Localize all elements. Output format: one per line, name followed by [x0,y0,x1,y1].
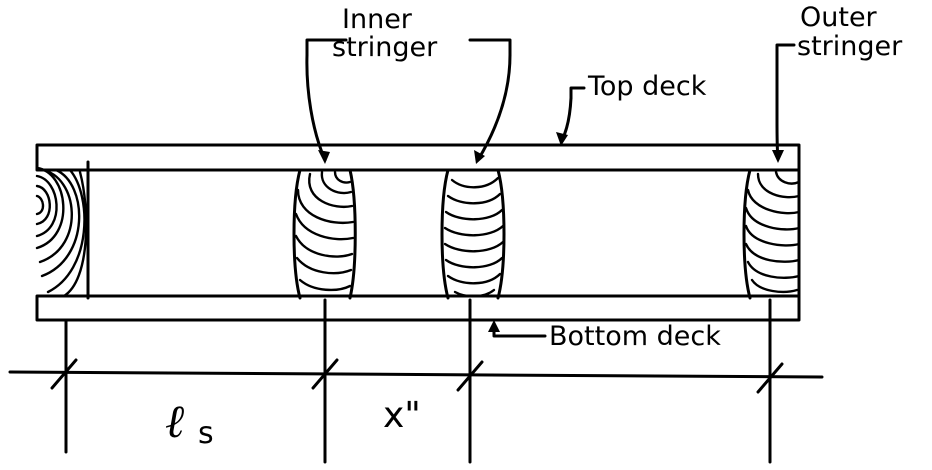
top-deck-label: Top deck [588,71,707,102]
inner-stringer-leaders [305,38,512,164]
outer-stringer [742,168,801,300]
inner-stringer-label-line1: Inner [342,4,412,35]
outer-stringer-leader [772,43,796,163]
bottom-deck-board [35,294,801,322]
bottom-deck-label: Bottom deck [549,321,721,352]
left-end-block [35,160,90,300]
inner-gap-dimension: x" [383,395,421,436]
outer-stringer-label-line2: stringer [797,31,903,62]
stringer-spacing-subscript: s [198,416,214,451]
stringer-spacing-symbol: ℓ [165,394,185,448]
inner-stringer-label-line2: stringer [332,32,438,63]
top-deck-board [35,143,801,172]
outer-stringer-label-line1: Outer [800,2,877,33]
inner-stringer-right [440,168,506,300]
bottom-deck-leader [488,320,547,338]
dimension-lines [8,298,824,464]
inner-stringer-left [292,168,357,300]
top-deck-leader [556,86,586,146]
